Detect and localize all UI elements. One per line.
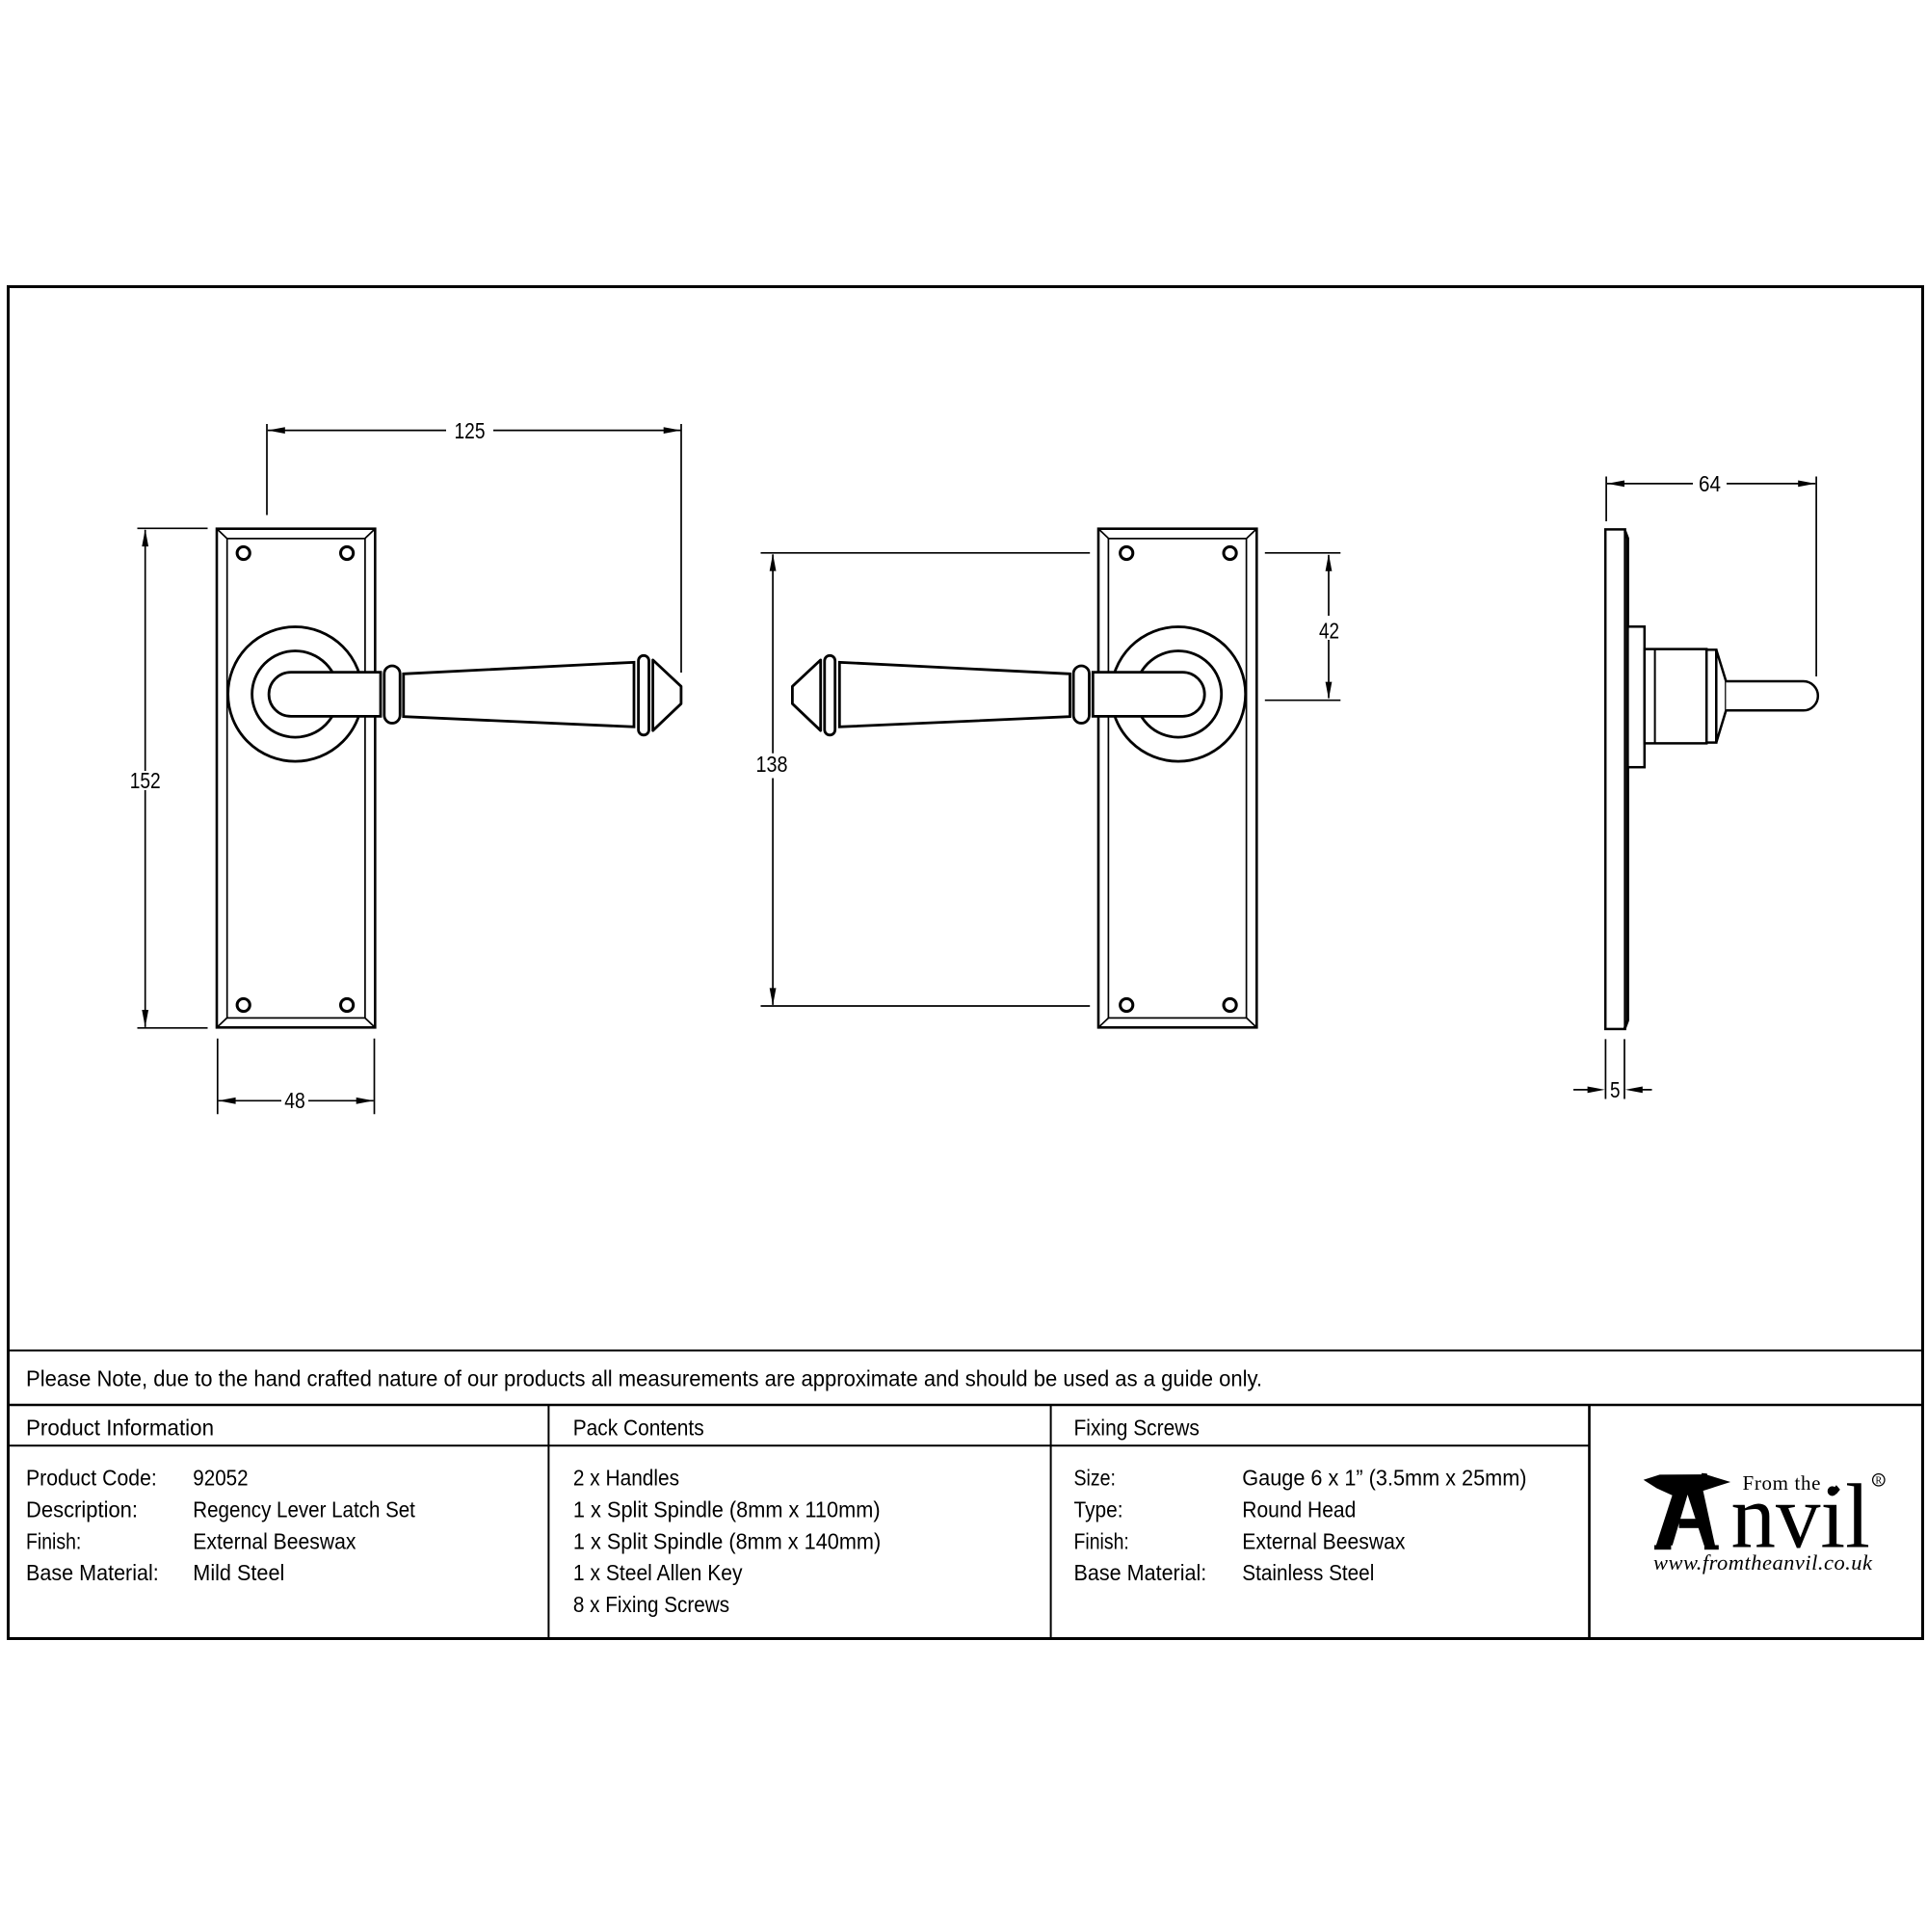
svg-text:Base Material:: Base Material: bbox=[1074, 1560, 1207, 1585]
svg-text:1 x Steel Allen Key: 1 x Steel Allen Key bbox=[573, 1560, 743, 1585]
svg-text:Base Material:: Base Material: bbox=[26, 1560, 159, 1585]
svg-text:5: 5 bbox=[1610, 1077, 1621, 1102]
svg-text:138: 138 bbox=[756, 752, 788, 777]
svg-text:Finish:: Finish: bbox=[1074, 1528, 1129, 1553]
svg-text:www.fromtheanvil.co.uk: www.fromtheanvil.co.uk bbox=[1653, 1550, 1873, 1575]
svg-text:64: 64 bbox=[1699, 471, 1721, 496]
svg-text:External Beeswax: External Beeswax bbox=[193, 1528, 356, 1553]
svg-text:Description:: Description: bbox=[26, 1496, 138, 1522]
svg-text:Size:: Size: bbox=[1074, 1465, 1117, 1490]
svg-text:125: 125 bbox=[455, 418, 486, 443]
svg-text:42: 42 bbox=[1319, 619, 1339, 644]
svg-text:Finish:: Finish: bbox=[26, 1528, 81, 1553]
svg-text:Fixing Screws: Fixing Screws bbox=[1074, 1416, 1200, 1441]
svg-text:Gauge 6 x 1” (3.5mm x 25mm): Gauge 6 x 1” (3.5mm x 25mm) bbox=[1242, 1465, 1526, 1490]
svg-text:Mild Steel: Mild Steel bbox=[193, 1560, 284, 1585]
svg-text:Stainless Steel: Stainless Steel bbox=[1242, 1560, 1374, 1585]
svg-text:1 x Split Spindle (8mm x 140mm: 1 x Split Spindle (8mm x 140mm) bbox=[573, 1528, 881, 1553]
svg-text:Type:: Type: bbox=[1074, 1496, 1123, 1522]
svg-text:Please Note, due to the hand c: Please Note, due to the hand crafted nat… bbox=[26, 1365, 1262, 1390]
svg-text:Round Head: Round Head bbox=[1242, 1496, 1356, 1522]
svg-text:152: 152 bbox=[130, 768, 161, 793]
svg-text:2 x Handles: 2 x Handles bbox=[573, 1465, 679, 1490]
svg-text:8 x Fixing Screws: 8 x Fixing Screws bbox=[573, 1592, 729, 1617]
svg-text:External Beeswax: External Beeswax bbox=[1242, 1528, 1405, 1553]
svg-text:Product Information: Product Information bbox=[26, 1416, 214, 1441]
svg-text:Regency Lever Latch Set: Regency Lever Latch Set bbox=[193, 1496, 415, 1522]
svg-text:Pack Contents: Pack Contents bbox=[573, 1416, 704, 1441]
svg-text:1 x Split Spindle (8mm x 110mm: 1 x Split Spindle (8mm x 110mm) bbox=[573, 1496, 881, 1522]
svg-text:48: 48 bbox=[284, 1088, 305, 1113]
svg-text:92052: 92052 bbox=[193, 1465, 248, 1490]
svg-text:Product Code:: Product Code: bbox=[26, 1465, 157, 1490]
svg-text:R: R bbox=[1875, 1476, 1882, 1487]
svg-text:From the: From the bbox=[1743, 1471, 1821, 1495]
svg-text:nvil: nvil bbox=[1731, 1466, 1871, 1568]
